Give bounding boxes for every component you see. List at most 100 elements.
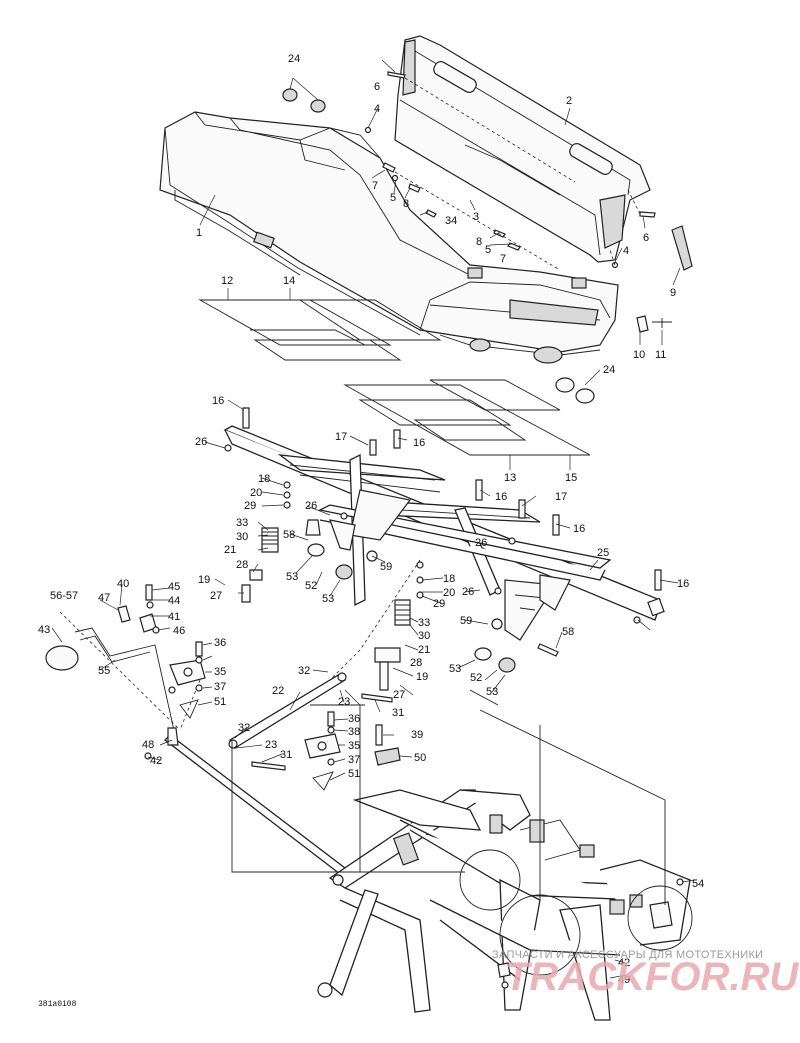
callout-29-a: 29 xyxy=(244,500,256,512)
callout-24-b: 24 xyxy=(603,364,615,376)
callout-24-a: 24 xyxy=(288,53,300,65)
callout-5-b: 5 xyxy=(485,244,491,256)
callout-58-a: 58 xyxy=(283,529,295,541)
callout-28-a: 28 xyxy=(236,559,248,571)
callout-53-d: 53 xyxy=(486,686,498,698)
callout-15: 15 xyxy=(565,472,577,484)
callout-28-b: 28 xyxy=(410,657,422,669)
callout-27-a: 27 xyxy=(210,590,222,602)
callout-39: 39 xyxy=(411,729,423,741)
callout-19-b: 19 xyxy=(416,671,428,683)
callout-31-a: 31 xyxy=(392,707,404,719)
callout-26-b: 26 xyxy=(305,500,317,512)
callout-22: 22 xyxy=(272,685,284,697)
watermark-tagline: ЗАПЧАСТИ И АКСЕССУАРЫ ДЛЯ МОТОТЕХНИКИ xyxy=(492,949,763,961)
callout-46: 46 xyxy=(173,625,185,637)
callout-8-a: 8 xyxy=(403,198,409,210)
callout-18-a: 18 xyxy=(258,473,270,485)
callout-51-a: 51 xyxy=(214,696,226,708)
callout-4-a: 4 xyxy=(374,103,380,115)
callout-6-a: 6 xyxy=(374,81,380,93)
callout-17-b: 17 xyxy=(555,491,567,503)
callout-2: 2 xyxy=(566,95,572,107)
callout-53-a: 53 xyxy=(286,571,298,583)
callout-29-b: 29 xyxy=(433,598,445,610)
callout-1: 1 xyxy=(196,227,202,239)
callout-45: 45 xyxy=(168,581,180,593)
callout-20-a: 20 xyxy=(250,487,262,499)
callout-33-a: 33 xyxy=(236,517,248,529)
callout-38-a: 38 xyxy=(348,726,360,738)
callout-16-a: 16 xyxy=(212,395,224,407)
callout-51-b: 51 xyxy=(348,768,360,780)
callout-30-b: 30 xyxy=(418,630,430,642)
callout-16-e: 16 xyxy=(677,578,689,590)
callout-26-d: 26 xyxy=(462,586,474,598)
callout-35-b: 35 xyxy=(348,740,360,752)
callout-36-b: 36 xyxy=(348,713,360,725)
drawing-code: 381a0108 xyxy=(38,1000,77,1009)
callout-53-b: 53 xyxy=(322,593,334,605)
callout-52-b: 52 xyxy=(470,672,482,684)
callout-14: 14 xyxy=(283,275,295,287)
vehicle-frame xyxy=(317,789,693,1021)
callout-33-b: 33 xyxy=(418,617,430,629)
callout-8-b: 8 xyxy=(476,236,482,248)
callout-50: 50 xyxy=(414,752,426,764)
callout-47: 47 xyxy=(98,592,110,604)
callout-4-b: 4 xyxy=(623,245,629,257)
callout-37-a: 37 xyxy=(214,681,226,693)
callout-21-a: 21 xyxy=(224,544,236,556)
callout-18-b: 18 xyxy=(443,573,455,585)
callout-37-b: 37 xyxy=(348,754,360,766)
callout-labels: 24 2 6 4 7 5 8 34 3 1 6 8 5 7 4 9 12 14 … xyxy=(38,53,704,986)
callout-40: 40 xyxy=(117,578,129,590)
callout-41: 41 xyxy=(168,611,180,623)
callout-52-a: 52 xyxy=(305,580,317,592)
callout-3: 3 xyxy=(473,211,479,223)
callout-21-b: 21 xyxy=(418,644,430,656)
callout-7-a: 7 xyxy=(372,180,378,192)
callout-20-b: 20 xyxy=(443,587,455,599)
callout-7-b: 7 xyxy=(500,253,506,265)
reference-lines xyxy=(231,689,666,905)
subframe-hardware xyxy=(224,407,662,691)
floor-mats xyxy=(198,299,591,456)
callout-59-a: 59 xyxy=(380,561,392,573)
callout-5-a: 5 xyxy=(390,192,396,204)
callout-49: 49 xyxy=(618,974,630,986)
callout-16-d: 16 xyxy=(573,523,585,535)
callout-48-a: 48 xyxy=(142,739,154,751)
leader-lines xyxy=(51,59,696,979)
latch-assemblies xyxy=(168,641,341,791)
callout-16-b: 16 xyxy=(413,437,425,449)
subframe xyxy=(223,425,665,641)
callout-44: 44 xyxy=(168,595,180,607)
callout-13: 13 xyxy=(504,472,516,484)
callout-32-a: 32 xyxy=(298,665,310,677)
tailgate-hardware xyxy=(282,71,693,404)
callout-16-c: 16 xyxy=(495,491,507,503)
callout-36-a: 36 xyxy=(214,637,226,649)
callout-34: 34 xyxy=(445,215,457,227)
callout-31-b: 31 xyxy=(280,749,292,761)
callout-6-b: 6 xyxy=(643,232,649,244)
callout-23-b: 23 xyxy=(265,739,277,751)
callout-26-a: 26 xyxy=(195,436,207,448)
tilt-linkage xyxy=(45,584,401,875)
callout-12: 12 xyxy=(221,275,233,287)
watermark: ЗАПЧАСТИ И АКСЕССУАРЫ ДЛЯ МОТОТЕХНИКИ TR… xyxy=(492,949,799,999)
callout-42-b: 42 xyxy=(618,957,630,969)
callout-54: 54 xyxy=(692,878,704,890)
callout-35-a: 35 xyxy=(214,666,226,678)
callout-42-a: 42 xyxy=(150,755,162,767)
callout-26-c: 26 xyxy=(475,537,487,549)
cargo-box-tub xyxy=(159,111,619,364)
callout-59-b: 59 xyxy=(460,615,472,627)
callout-58-b: 58 xyxy=(562,626,574,638)
callout-32-b: 32 xyxy=(238,722,250,734)
callout-53-c: 53 xyxy=(449,663,461,675)
callout-43: 43 xyxy=(38,624,50,636)
callout-17-a: 17 xyxy=(335,431,347,443)
